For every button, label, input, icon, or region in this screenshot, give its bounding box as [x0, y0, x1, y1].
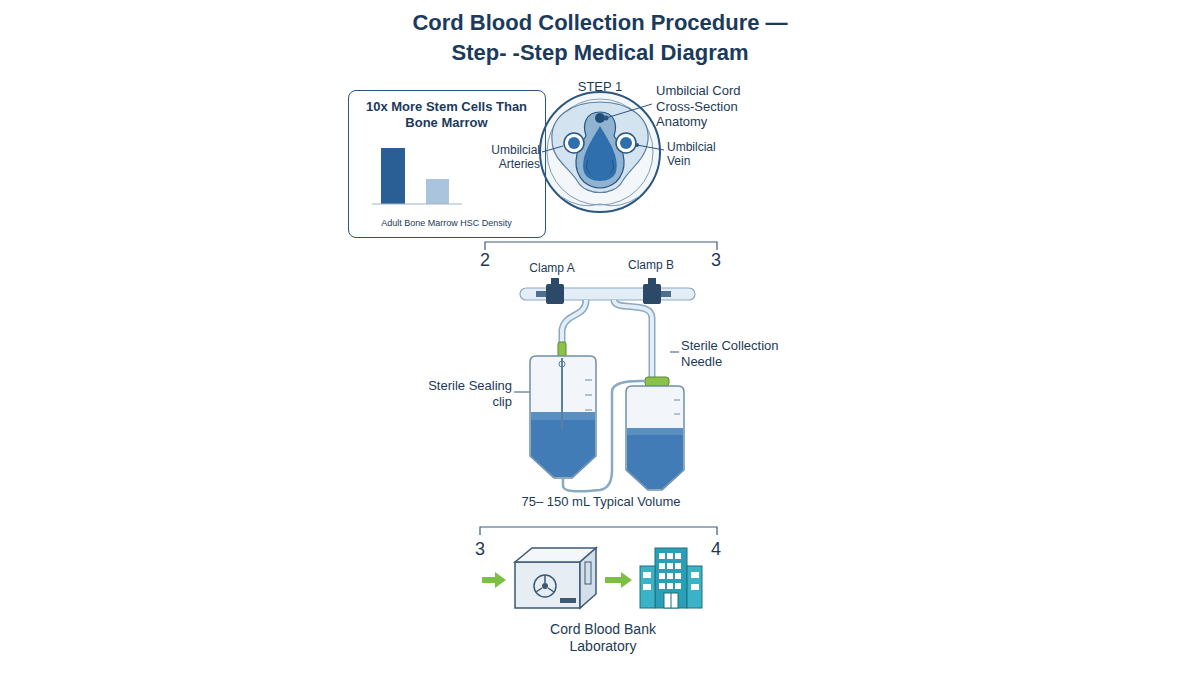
- part-label: Sterile Collection Needle: [681, 338, 801, 369]
- step-bracket: [480, 242, 717, 535]
- window: [643, 584, 651, 590]
- callout-number: 3: [704, 250, 728, 272]
- destination-label: Cord Blood Bank Laboratory: [533, 621, 673, 655]
- part-label: Clamp B: [611, 258, 691, 272]
- window: [667, 583, 673, 589]
- step-label: STEP 1: [560, 79, 640, 95]
- window: [667, 573, 673, 579]
- part-label: Umbilcial Arteries: [470, 143, 540, 172]
- bar-chart: [372, 148, 462, 204]
- hospital-building: [640, 548, 702, 608]
- callout-number: 4: [704, 539, 728, 561]
- callout-number: 2: [473, 250, 497, 272]
- window: [691, 584, 699, 590]
- window: [659, 573, 665, 579]
- window: [667, 553, 673, 559]
- part-label: Sterile Sealing clip: [412, 378, 512, 409]
- flow-arrow: [482, 572, 632, 588]
- window: [659, 563, 665, 569]
- window: [659, 583, 665, 589]
- anatomy-label: Umbilcial Cord Cross-Section Anatomy: [656, 83, 756, 130]
- window: [675, 553, 681, 559]
- cord-cross-section: [540, 92, 664, 212]
- window: [675, 583, 681, 589]
- box-heading: 10x More Stem Cells Than Bone Marrow: [355, 99, 538, 130]
- volume-label: 75– 150 mL Typical Volume: [491, 494, 711, 510]
- window: [691, 572, 699, 578]
- callout-number: 3: [468, 539, 492, 561]
- axis-label: Adult Bone Marrow HSC Density: [355, 218, 538, 229]
- collection-set: [514, 278, 695, 491]
- window: [675, 563, 681, 569]
- part-label: Umbilcial Vein: [667, 140, 727, 169]
- window: [667, 563, 673, 569]
- window: [675, 573, 681, 579]
- window: [643, 572, 651, 578]
- part-label: Clamp A: [512, 261, 592, 275]
- shipping-box: [515, 548, 596, 608]
- window: [659, 553, 665, 559]
- diagram-title: Cord Blood Collection Procedure — Step- …: [390, 8, 810, 68]
